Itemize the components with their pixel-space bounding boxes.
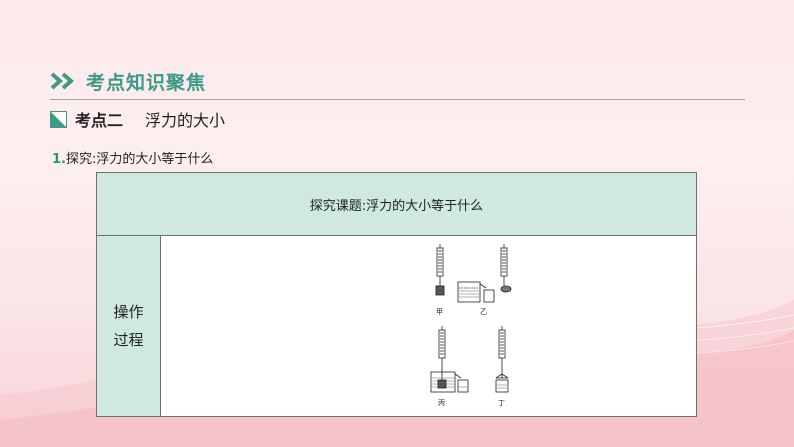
label-ding: 丁 xyxy=(498,399,505,407)
procedure-cell: 甲 乙 xyxy=(161,236,696,416)
item-text: 探究:浮力的大小等于什么 xyxy=(65,152,214,167)
experiment-table: 探究课题:浮力的大小等于什么 操作 过程 xyxy=(96,172,697,417)
row-label-cell: 操作 过程 xyxy=(97,236,161,416)
spring-scale-b xyxy=(500,244,512,293)
spring-scale-a xyxy=(435,244,445,296)
corner-triangle-icon xyxy=(50,110,67,128)
table-heading-cell: 探究课题:浮力的大小等于什么 xyxy=(97,173,696,236)
section-title: 考点知识聚焦 xyxy=(86,71,207,94)
topic-heading: 考点二 浮力的大小 xyxy=(50,108,225,130)
topic-label: 考点二 xyxy=(75,111,124,130)
label-yi: 乙 xyxy=(480,308,487,316)
question-item: 1.探究:浮力的大小等于什么 xyxy=(52,148,213,167)
label-bing: 丙 xyxy=(438,399,445,407)
section-header: 考点知识聚焦 xyxy=(50,67,206,95)
double-chevron-icon xyxy=(50,72,75,90)
overflow-beaker xyxy=(457,281,495,303)
header-divider xyxy=(50,99,745,100)
spring-scale-c xyxy=(430,326,469,393)
item-number: 1. xyxy=(52,152,66,167)
row-label-line1: 操作 xyxy=(113,303,144,321)
label-jia: 甲 xyxy=(436,308,443,316)
topic-name: 浮力的大小 xyxy=(145,111,226,130)
row-label-line2: 过程 xyxy=(113,331,144,349)
experiment-diagram: 甲 乙 xyxy=(428,242,519,411)
table-heading: 探究课题:浮力的大小等于什么 xyxy=(309,198,484,214)
spring-scale-d xyxy=(495,326,509,393)
